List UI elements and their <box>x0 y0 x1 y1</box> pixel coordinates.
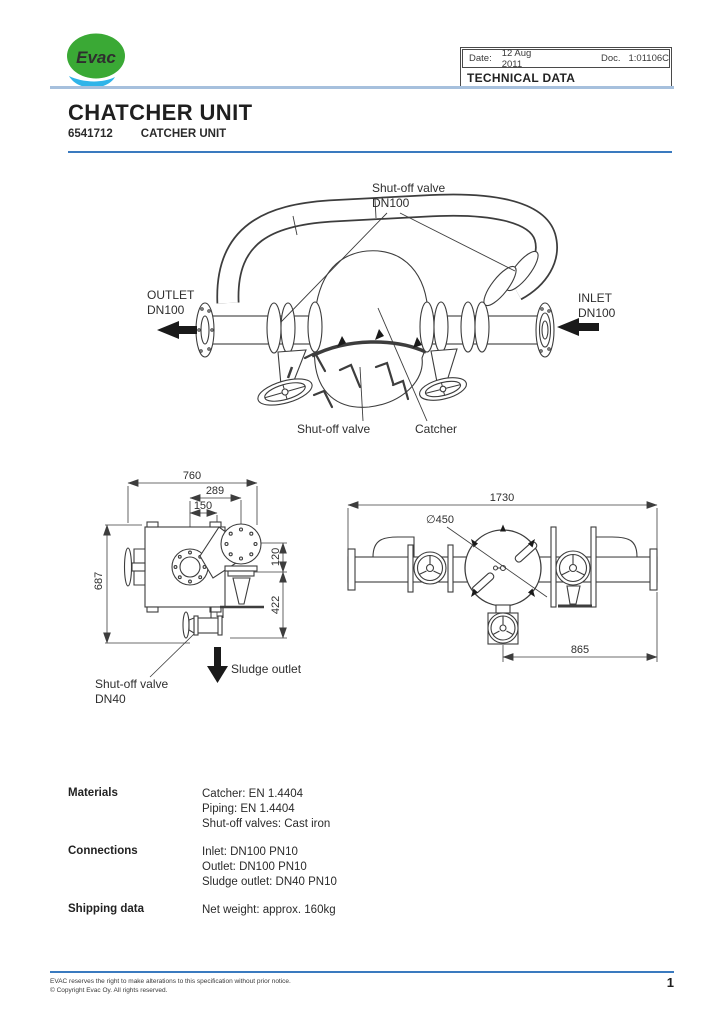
doc-label: Doc. <box>600 53 621 64</box>
clamp-pins <box>337 329 422 348</box>
product-line: 6541712 CATCHER UNIT <box>68 128 226 140</box>
isometric-drawing: Shut-off valve DN100 OUTLET DN100 INLET … <box>147 181 616 436</box>
spec-line: Inlet: DN100 PN10 <box>202 846 298 858</box>
dim-diameter-450: ∅450 <box>426 514 454 526</box>
outlet-flow-arrow <box>157 321 197 339</box>
spec-values: Catcher: EN 1.4404 Piping: EN 1.4404 Shu… <box>202 787 330 832</box>
sludge-arrow-shaft <box>214 647 221 666</box>
doc-type: TECHNICAL DATA <box>467 71 576 85</box>
handwheel <box>419 377 467 401</box>
dim-150: 150 <box>194 500 212 512</box>
catcher-dome <box>303 250 429 409</box>
doc-info-box: Date: 12 Aug 2011 Doc. 1:01106C TECHNICA… <box>460 47 672 87</box>
unit-top-view <box>347 524 658 645</box>
spec-shipping: Shipping data Net weight: approx. 160kg <box>68 903 588 918</box>
drain-funnel <box>232 577 251 605</box>
spec-materials: Materials Catcher: EN 1.4404 Piping: EN … <box>68 787 588 832</box>
sludge-arrow-head <box>207 666 228 683</box>
dim-120: 120 <box>270 548 282 566</box>
label-inlet-size: DN100 <box>578 306 616 320</box>
dim-1730: 1730 <box>490 492 514 504</box>
label-shutoff-dn40: Shut-off valve <box>95 677 168 691</box>
side-view-drawing: 760 289 150 687 120 422 Sludge outlet Sh… <box>93 470 302 706</box>
spec-line: Net weight: approx. 160kg <box>202 904 336 916</box>
spec-label: Shipping data <box>68 903 145 915</box>
footer-rule <box>50 971 674 973</box>
spec-line: Catcher: EN 1.4404 <box>202 788 304 800</box>
bottom-valve-top <box>487 604 519 645</box>
dimension-lines <box>347 501 658 662</box>
sludge-valve <box>182 611 223 639</box>
page-title: CHATCHER UNIT <box>68 100 253 125</box>
logo-green-circle <box>67 33 125 79</box>
label-shutoff-dn100: Shut-off valve <box>372 181 445 195</box>
dim-687: 687 <box>93 572 105 590</box>
footer-line2: © Copyright Evac Oy. All rights reserved… <box>50 987 168 994</box>
inlet-flow-arrow <box>557 318 599 336</box>
unit-side-view <box>123 521 264 639</box>
bypass-pipe <box>216 193 558 304</box>
left-valve-top <box>407 544 454 593</box>
label-shutoff-dn40-size: DN40 <box>95 692 126 706</box>
page-number: 1 <box>666 975 674 990</box>
title-rule <box>68 151 672 153</box>
dim-760: 760 <box>183 470 201 482</box>
label-sludge-outlet: Sludge outlet <box>231 662 302 676</box>
spec-line: Shut-off valves: Cast iron <box>202 818 331 830</box>
product-code: 6541712 <box>68 128 113 140</box>
spec-connections: Connections Inlet: DN100 PN10 Outlet: DN… <box>68 845 588 890</box>
date-label: Date: <box>469 53 492 64</box>
spec-label: Connections <box>68 845 138 857</box>
piping-assembly <box>195 193 558 409</box>
catcher-top <box>464 529 542 607</box>
left-elbow <box>372 536 415 558</box>
handwheel <box>257 378 313 406</box>
doc-value: 1:01106C <box>628 53 670 64</box>
header-rule <box>50 86 674 89</box>
date-value: 12 Aug 2011 <box>501 47 532 70</box>
product-name: CATCHER UNIT <box>140 128 227 140</box>
logo-text: Evac <box>76 48 116 67</box>
logo-blue-swoosh <box>69 76 115 88</box>
spec-line: Piping: EN 1.4404 <box>202 803 295 815</box>
clamp-handles <box>303 351 410 409</box>
spec-values: Inlet: DN100 PN10 Outlet: DN100 PN10 Slu… <box>202 845 337 890</box>
outlet-flange <box>195 302 215 358</box>
evac-logo: Evac <box>67 33 125 88</box>
dim-865: 865 <box>571 644 589 656</box>
label-outlet-size: DN100 <box>147 303 185 317</box>
footer-line1: EVAC reserves the right to make alterati… <box>50 978 291 985</box>
right-shutoff-valve <box>419 301 490 401</box>
label-shutoff-valve: Shut-off valve <box>297 422 370 436</box>
label-outlet: OUTLET <box>147 288 195 302</box>
left-shutoff-valve <box>257 301 323 406</box>
dim-422: 422 <box>270 596 282 614</box>
spec-line: Sludge outlet: DN40 PN10 <box>202 876 337 888</box>
top-view-drawing: 1730 ∅450 865 <box>347 492 658 662</box>
footer-text: EVAC reserves the right to make alterati… <box>50 977 291 995</box>
spec-label: Materials <box>68 787 118 799</box>
spec-values: Net weight: approx. 160kg <box>202 903 336 918</box>
spec-line: Outlet: DN100 PN10 <box>202 861 307 873</box>
right-elbow <box>595 536 638 558</box>
front-flange <box>171 548 209 586</box>
doc-info-row: Date: 12 Aug 2011 Doc. 1:01106C <box>462 47 670 70</box>
side-handwheel <box>123 547 133 587</box>
right-valve-top <box>550 526 597 608</box>
dim-289: 289 <box>206 485 224 497</box>
label-inlet: INLET <box>578 291 613 305</box>
leader-lines <box>280 212 516 422</box>
inlet-flange <box>535 302 555 358</box>
top-flange <box>220 523 262 565</box>
label-shutoff-dn100-size: DN100 <box>372 196 410 210</box>
label-catcher: Catcher <box>415 422 457 436</box>
